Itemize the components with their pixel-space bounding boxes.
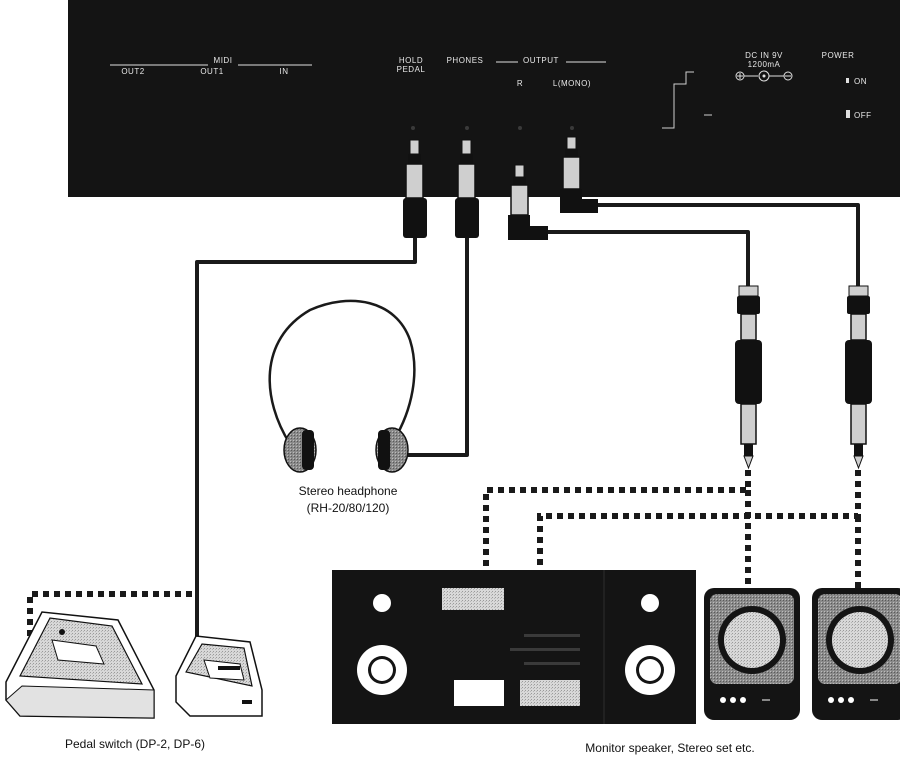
- midi-label: MIDI: [214, 56, 233, 65]
- stereo-set-icon: [332, 570, 696, 724]
- power-on-label: ON: [854, 77, 867, 86]
- headphone-caption: Stereo headphone (RH-20/80/120): [258, 484, 438, 515]
- stereo-left-tweeter: [373, 594, 391, 612]
- stereo-set-body: [332, 570, 696, 724]
- headphone-icon: [283, 427, 409, 473]
- headphone-caption-line1: Stereo headphone: [298, 484, 398, 498]
- output-l-cable: [594, 203, 860, 286]
- monitor-speaker-right-icon: [704, 588, 800, 720]
- midi-group: MIDI OUT2 OUT1 IN: [110, 56, 312, 76]
- cables: [195, 203, 860, 640]
- power-off-label: OFF: [854, 111, 872, 120]
- pedal-caption: Pedal switch (DP-2, DP-6): [64, 737, 206, 751]
- hold-pedal-label: HOLD: [399, 56, 423, 65]
- pedal-switch-dp6-icon: [5, 611, 155, 719]
- phones-cable: [404, 236, 469, 457]
- monitor-speaker-left-icon: [812, 588, 900, 720]
- headphone-caption-line2: (RH-20/80/120): [306, 501, 390, 515]
- rear-panel-body: [68, 0, 900, 197]
- midi-out2-label: OUT2: [121, 67, 144, 76]
- dc-polarity-icon: [735, 70, 793, 82]
- dc-in-label: DC IN 9V: [745, 51, 783, 60]
- hold-pedal-plug: [403, 139, 427, 238]
- stereo-display-panel: [442, 588, 504, 610]
- dotted-cable-stereo-l: [537, 470, 861, 570]
- output-l-plug: [560, 136, 598, 213]
- dc-in-current-label: 1200mA: [748, 60, 781, 69]
- monitor-caption: Monitor speaker, Stereo set etc.: [585, 741, 755, 755]
- output-l-label: L(MONO): [553, 79, 591, 88]
- pedal-switch-dp2-icon: [175, 635, 263, 717]
- headphone-band: [268, 299, 416, 445]
- rca-adapter-r: [735, 285, 762, 470]
- power-on-indicator: [846, 78, 849, 83]
- hold-pedal-label-2: PEDAL: [397, 65, 426, 74]
- hold-pedal-cable: [195, 236, 417, 640]
- stereo-cassette-left: [454, 680, 504, 706]
- midi-out1-label: OUT1: [200, 67, 223, 76]
- output-r-cable: [546, 230, 750, 286]
- rca-adapter-l: [845, 285, 872, 470]
- midi-in-label: IN: [280, 67, 289, 76]
- output-label: OUTPUT: [523, 56, 559, 65]
- power-off-indicator: [846, 110, 850, 118]
- stereo-right-tweeter: [641, 594, 659, 612]
- cable-hook-icon: [662, 71, 694, 129]
- power-label: POWER: [822, 51, 855, 60]
- rear-panel: MIDI OUT2 OUT1 IN HOLD PEDAL PHONES OUTP…: [68, 0, 900, 197]
- output-r-plug: [508, 164, 548, 240]
- phones-plug: [455, 139, 479, 238]
- output-r-label: R: [517, 79, 523, 88]
- phones-label: PHONES: [447, 56, 484, 65]
- stereo-cassette-right: [520, 680, 580, 706]
